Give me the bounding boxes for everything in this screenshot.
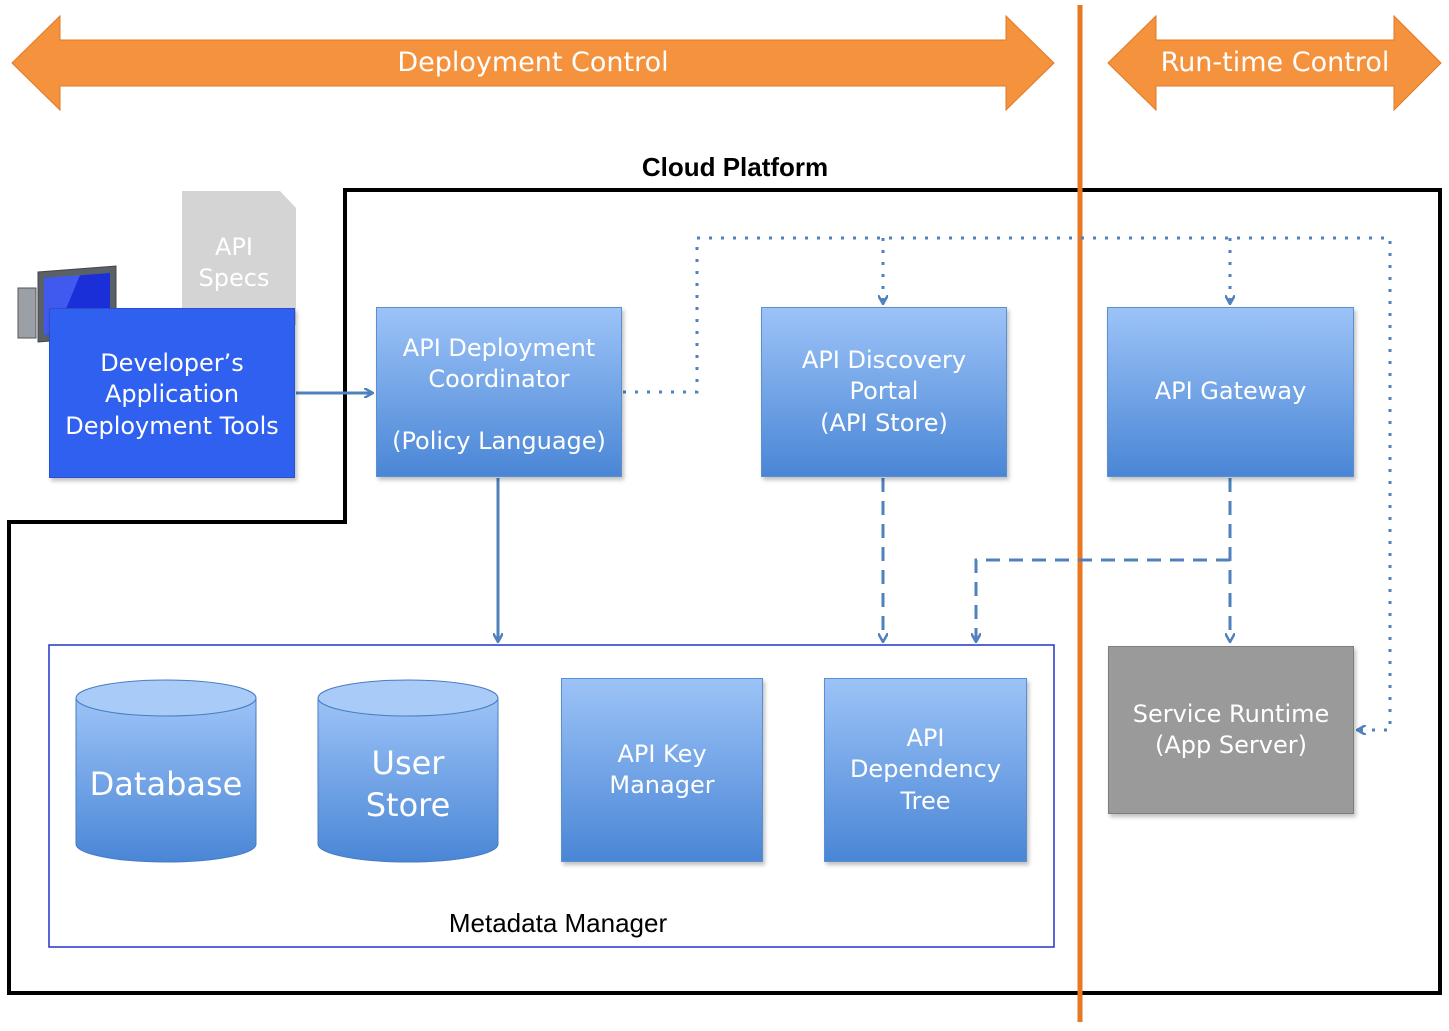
database-label: Database: [89, 765, 243, 804]
deployment-control-arrow: [11, 14, 1055, 112]
cloud-platform-title: Cloud Platform: [641, 152, 829, 183]
api-deployment-coordinator-label: API Deployment Coordinator (Policy Langu…: [392, 333, 606, 456]
user-store-label: User Store: [365, 744, 451, 824]
metadata-manager-title: Metadata Manager: [448, 908, 668, 939]
cloud-platform-border: [7, 188, 1442, 995]
service-runtime-node: [1108, 646, 1354, 814]
api-key-manager-label: API Key Manager: [609, 739, 715, 799]
user-store-cylinder: [317, 679, 499, 863]
service-runtime-label: Service Runtime (App Server): [1132, 699, 1330, 759]
api-discovery-portal-node: [761, 307, 1007, 477]
developer-tools-box: [49, 308, 295, 478]
deployment-control-label: Deployment Control: [397, 47, 669, 79]
api-gateway-node: [1107, 307, 1354, 477]
api-deployment-coordinator-node: [376, 307, 622, 477]
api-discovery-portal-label: API Discovery Portal (API Store): [801, 346, 967, 437]
api-dependency-tree-label: API Dependency Tree: [849, 724, 1002, 815]
developer-tools-label: Developer’s Application Deployment Tools: [65, 349, 279, 440]
api-key-manager-node: [561, 678, 763, 862]
api-dependency-tree-node: [824, 678, 1027, 862]
api-specs-document: [182, 191, 296, 325]
runtime-control-arrow: [1107, 14, 1442, 112]
api-gateway-label: API Gateway: [1154, 377, 1307, 406]
runtime-control-label: Run-time Control: [1160, 47, 1390, 79]
connector-coordinator-policy-dotted: [623, 236, 1392, 730]
connector-runtime-to-dependency: [976, 558, 1230, 641]
api-specs-label: API Specs: [198, 232, 270, 292]
database-cylinder: [75, 679, 257, 863]
metadata-manager-border: [48, 644, 1055, 948]
